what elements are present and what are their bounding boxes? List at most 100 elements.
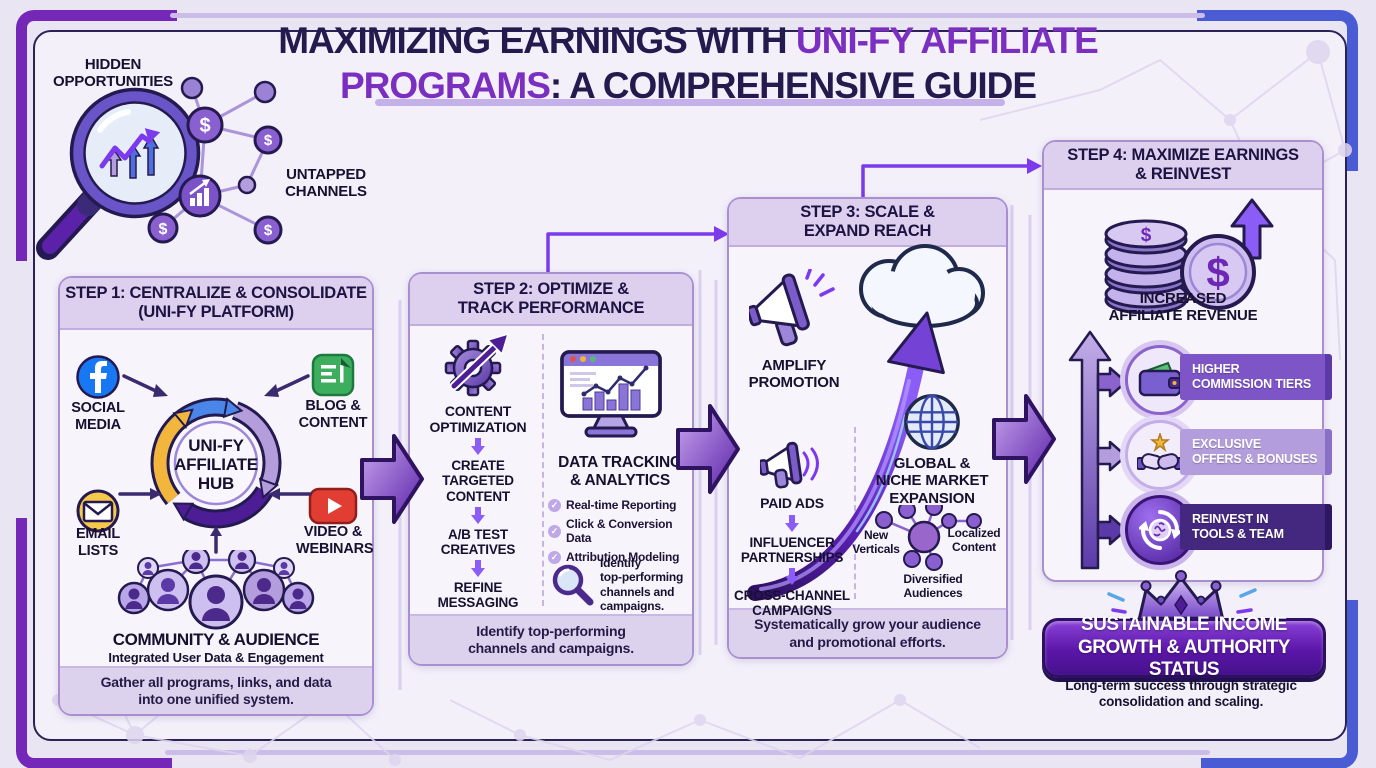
svg-text:$: $ bbox=[1141, 225, 1152, 246]
chevron-arrow-step1-to-step2 bbox=[360, 434, 424, 524]
svg-text:$: $ bbox=[264, 222, 273, 239]
flow-step-cross-channel-campaigns: CROSS-CHANNEL CAMPAIGNS bbox=[734, 587, 850, 618]
amplify-megaphone-icon bbox=[749, 269, 835, 347]
scale-swoosh-arrow bbox=[747, 244, 985, 601]
svg-text:$: $ bbox=[264, 132, 273, 149]
channel-network-icon: $ $ $ $ bbox=[147, 76, 283, 245]
diversified-audiences-label: Diversified Audiences bbox=[903, 572, 963, 600]
new-verticals-label: New Verticals bbox=[852, 528, 900, 556]
frame-top-line bbox=[170, 13, 1205, 18]
reinvest-tools-ribbon: REINVEST IN TOOLS & TEAM bbox=[1180, 504, 1332, 550]
reinvest-branch-arrows bbox=[1068, 330, 1128, 570]
arrow-email-to-hub-icon bbox=[118, 488, 162, 500]
handshake-icon bbox=[1137, 433, 1183, 470]
connector-step3-to-step4 bbox=[861, 158, 1042, 200]
data-tracking-label: DATA TRACKING & ANALYTICS bbox=[558, 454, 682, 489]
step2-panel: STEP 2: OPTIMIZE & TRACK PERFORMANCE CON… bbox=[408, 272, 694, 666]
analytics-checklist: Real-time Reporting Click & Conversion D… bbox=[548, 498, 690, 569]
check-icon bbox=[548, 550, 561, 564]
frame-corner-top-right bbox=[1197, 10, 1358, 171]
flow-step-content-optimization: CONTENT OPTIMIZATION bbox=[429, 403, 527, 435]
exclusive-offers-ribbon: EXCLUSIVE OFFERS & BONUSES bbox=[1180, 429, 1332, 475]
checklist-item: Real-time Reporting bbox=[548, 498, 690, 512]
arrow-blog-to-hub-icon bbox=[264, 374, 310, 397]
down-arrow-icon bbox=[471, 506, 485, 524]
video-icon bbox=[308, 487, 358, 525]
community-audience-icon bbox=[117, 550, 315, 630]
sustainable-income-banner: SUSTAINABLE INCOME GROWTH & AUTHORITY ST… bbox=[1042, 614, 1326, 680]
down-arrow-icon bbox=[785, 567, 799, 585]
step3-flow: PAID ADS INFLUENCER PARTNERSHIPS CROSS-C… bbox=[731, 437, 853, 618]
localized-content-label: Localized Content bbox=[947, 526, 1001, 554]
higher-commission-ribbon: HIGHER COMMISSION TIERS bbox=[1180, 354, 1332, 400]
chart-node-icon bbox=[178, 174, 222, 218]
frame-corner-bottom-left bbox=[16, 518, 172, 768]
arrow-community-to-hub-icon bbox=[210, 526, 222, 554]
checklist-item: Attribution Modeling bbox=[548, 550, 690, 564]
dollar-node-icon: $ bbox=[147, 212, 179, 244]
chevron-arrow-step3-to-step4 bbox=[992, 394, 1056, 484]
step3-footer: Systematically grow your audience and pr… bbox=[729, 608, 1006, 657]
checklist-item-label: Click & Conversion Data bbox=[566, 517, 673, 545]
community-audience-label: COMMUNITY & AUDIENCE bbox=[112, 630, 320, 649]
hidden-opportunities-label: HIDDEN OPPORTUNITIES bbox=[53, 56, 173, 91]
arrow-video-to-hub-icon bbox=[268, 488, 312, 500]
step2-header: STEP 2: OPTIMIZE & TRACK PERFORMANCE bbox=[410, 274, 692, 326]
step1-header: STEP 1: CENTRALIZE & CONSOLIDATE (UNI-FY… bbox=[60, 278, 372, 330]
cloud-icon bbox=[859, 244, 985, 328]
unify-hub-label: UNI-FY AFFILIATE HUB bbox=[174, 436, 258, 494]
checklist-item: Click & Conversion Data bbox=[548, 517, 690, 545]
arrow-social-to-hub-icon bbox=[122, 374, 168, 397]
chevron-arrow-step2-to-step3 bbox=[676, 404, 740, 494]
step4-header: STEP 4: MAXIMIZE EARNINGS & REINVEST bbox=[1044, 142, 1322, 190]
globe-icon bbox=[904, 394, 960, 450]
step1-panel: STEP 1: CENTRALIZE & CONSOLIDATE (UNI-FY… bbox=[58, 276, 374, 716]
svg-text:$: $ bbox=[199, 115, 210, 137]
dollar-node-icon: $ bbox=[186, 106, 224, 144]
title-part1: MAXIMIZING EARNINGS WITH bbox=[278, 20, 796, 61]
analytics-monitor-icon bbox=[560, 350, 662, 438]
coin-stack: $ bbox=[1104, 219, 1188, 314]
frame-corner-bottom-right bbox=[1201, 600, 1358, 768]
reinvest-icon bbox=[1139, 510, 1181, 550]
frame-corner-top-left bbox=[16, 10, 177, 261]
identify-note: Identify top-performing channels and cam… bbox=[600, 556, 684, 614]
email-icon bbox=[76, 489, 120, 533]
paid-ads-megaphone-icon bbox=[760, 441, 819, 489]
facebook-icon bbox=[76, 355, 120, 399]
global-expansion-label: GLOBAL & NICHE MARKET EXPANSION bbox=[875, 455, 989, 507]
video-webinars-label: VIDEO & WEBINARS bbox=[296, 524, 374, 557]
magnifier-icon bbox=[36, 87, 201, 260]
checklist-item-label: Real-time Reporting bbox=[566, 498, 677, 512]
flow-step-paid-ads: PAID ADS bbox=[760, 495, 824, 511]
content-optimization-gear-icon bbox=[444, 332, 510, 397]
step2-footer: Identify top-performing channels and cam… bbox=[410, 614, 692, 664]
title-line1: MAXIMIZING EARNINGS WITH UNI-FY AFFILIAT… bbox=[238, 18, 1138, 63]
unify-hub-ring-icon bbox=[150, 397, 282, 529]
flow-step-ab-test-creatives: A/B TEST CREATIVES bbox=[440, 526, 516, 557]
step2-column-divider bbox=[542, 334, 544, 606]
step3-panel: STEP 3: SCALE & EXPAND REACH AMPLIFY PRO… bbox=[727, 197, 1008, 659]
check-icon bbox=[548, 524, 561, 538]
identify-magnifier-icon bbox=[552, 564, 594, 606]
result-caption: Long-term success through strategic cons… bbox=[1065, 678, 1297, 709]
community-audience-subtitle: Integrated User Data & Engagement bbox=[108, 650, 324, 665]
sustainable-income-label: SUSTAINABLE INCOME GROWTH & AUTHORITY ST… bbox=[1078, 614, 1290, 681]
flow-step-refine-messaging: REFINE MESSAGING bbox=[437, 579, 519, 610]
svg-text:$: $ bbox=[159, 221, 168, 238]
down-arrow-icon bbox=[471, 559, 485, 577]
social-media-label: SOCIAL MEDIA bbox=[71, 400, 125, 433]
email-lists-label: EMAIL LISTS bbox=[75, 526, 121, 559]
untapped-channels-label: UNTAPPED CHANNELS bbox=[285, 166, 367, 201]
connector-step2-to-step3 bbox=[546, 226, 729, 274]
step1-footer: Gather all programs, links, and data int… bbox=[60, 666, 372, 714]
title-underline bbox=[375, 99, 1005, 106]
checklist-item-label: Attribution Modeling bbox=[566, 550, 680, 564]
dollar-node-icon: $ bbox=[253, 125, 283, 155]
market-network-icon bbox=[875, 505, 982, 571]
page-title: MAXIMIZING EARNINGS WITH UNI-FY AFFILIAT… bbox=[238, 18, 1138, 108]
down-arrow-icon bbox=[471, 438, 485, 456]
step3-header: STEP 3: SCALE & EXPAND REACH bbox=[729, 199, 1006, 247]
down-arrow-icon bbox=[785, 514, 799, 532]
